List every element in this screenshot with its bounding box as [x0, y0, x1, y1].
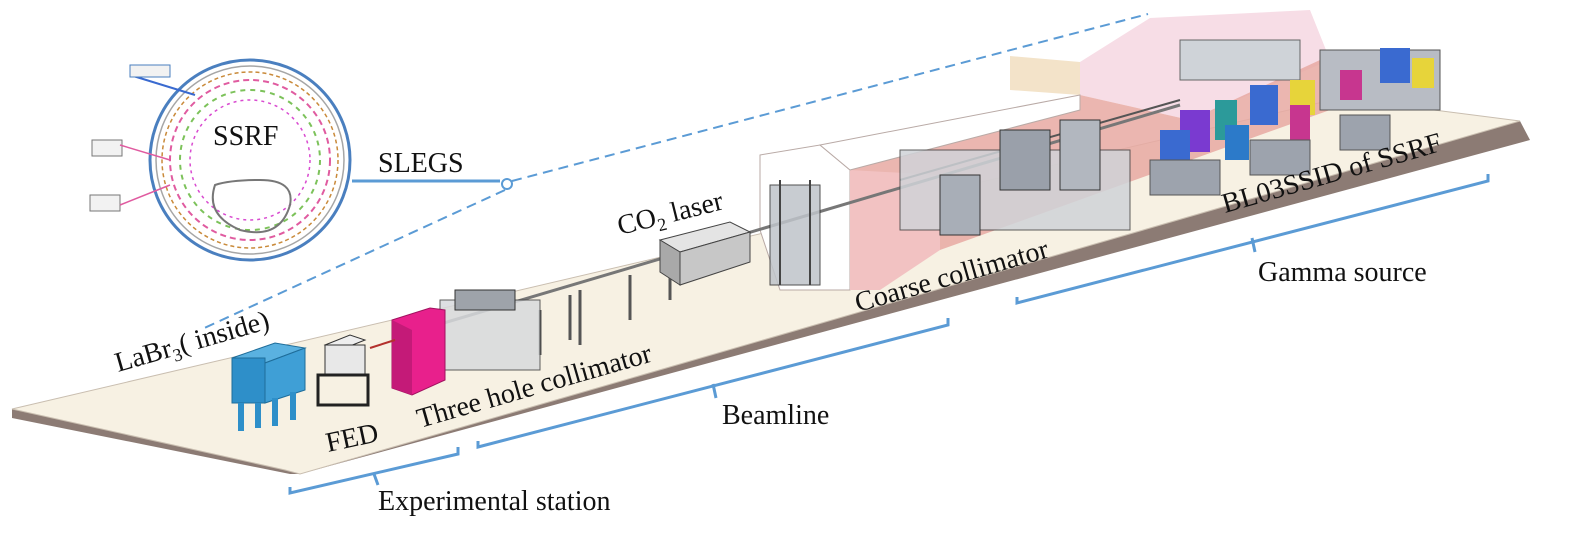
- ssrf-label: SSRF: [213, 121, 278, 152]
- beamline-equipment: [419, 99, 1181, 371]
- beamline-label: Beamline: [722, 400, 829, 431]
- gamma-source-equipment: [1149, 39, 1441, 196]
- slegs-label: SLEGS: [378, 148, 464, 179]
- ssrf-ring: [89, 58, 352, 262]
- ssrf-beamline-ray: [129, 74, 196, 96]
- co2-main: CO: [614, 202, 659, 241]
- experimental-station-label: Experimental station: [378, 486, 611, 517]
- brackets: [288, 174, 1490, 495]
- experimental-station: [231, 307, 446, 431]
- labr3-main: LaBr: [111, 333, 175, 379]
- gamma-source-label: Gamma source: [1258, 257, 1427, 288]
- experimental-bracket: [288, 447, 460, 495]
- slegs-connector: [199, 13, 1149, 331]
- co2-rest: laser: [661, 185, 727, 230]
